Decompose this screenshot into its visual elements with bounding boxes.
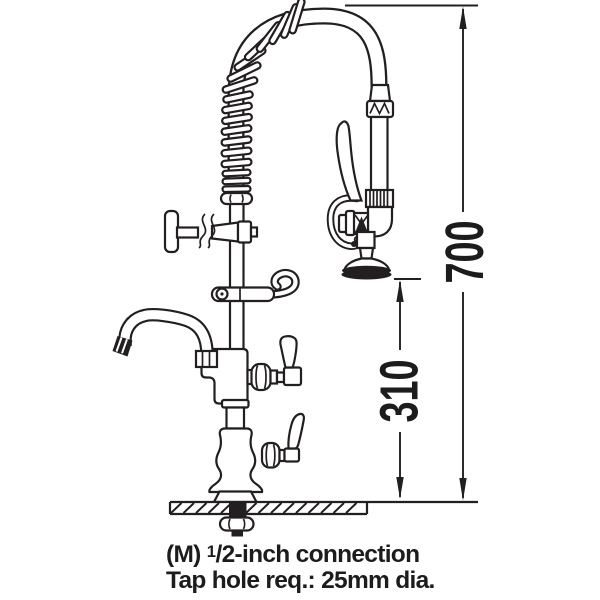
- hanger-hook: [210, 269, 300, 303]
- hose-arc: [227, 7, 388, 185]
- base-faucet: [208, 398, 305, 504]
- counter-surface: [168, 500, 478, 537]
- arrowhead-up: [459, 6, 467, 29]
- caption-fraction-numerator: 1: [206, 542, 216, 561]
- spray-face: [341, 246, 392, 280]
- dimension-310: 310: [369, 278, 429, 499]
- add-on-valve: [246, 335, 303, 392]
- caption-connection-rest: /2-inch connection: [215, 540, 421, 568]
- caption-connection-prefix: (M): [166, 540, 207, 568]
- base-body: [208, 427, 264, 494]
- dim-700-label: 700: [434, 220, 494, 283]
- hose-coupling: [365, 83, 395, 193]
- valve-handle-upper: [279, 335, 298, 369]
- swing-spout: [112, 307, 219, 369]
- base-flange: [212, 490, 259, 504]
- spring-coil: [219, 0, 306, 206]
- base-valve: [260, 412, 305, 469]
- dimension-700: 700: [345, 4, 495, 501]
- caption-line-tap-hole: Tap hole req.: 25mm dia.: [166, 566, 435, 594]
- supply-shank: [218, 503, 255, 537]
- spring-base-nut: [219, 191, 254, 206]
- arrowhead-up: [396, 280, 404, 302]
- arrowhead-down: [396, 477, 404, 499]
- spray-valve: [326, 120, 395, 280]
- add-on-faucet: [112, 307, 303, 405]
- break-symbol: [207, 213, 216, 249]
- spray-lever: [335, 120, 364, 202]
- break-symbol: [198, 213, 207, 249]
- caption-line-connection: (M) 1/2-inch connection: [166, 539, 435, 568]
- dim-310-label: 310: [369, 359, 429, 422]
- wall-bracket: [163, 209, 259, 254]
- arrowhead-down: [459, 478, 467, 501]
- caption: (M) 1/2-inch connection Tap hole req.: 2…: [166, 539, 435, 594]
- valve-handle-lower: [287, 412, 305, 450]
